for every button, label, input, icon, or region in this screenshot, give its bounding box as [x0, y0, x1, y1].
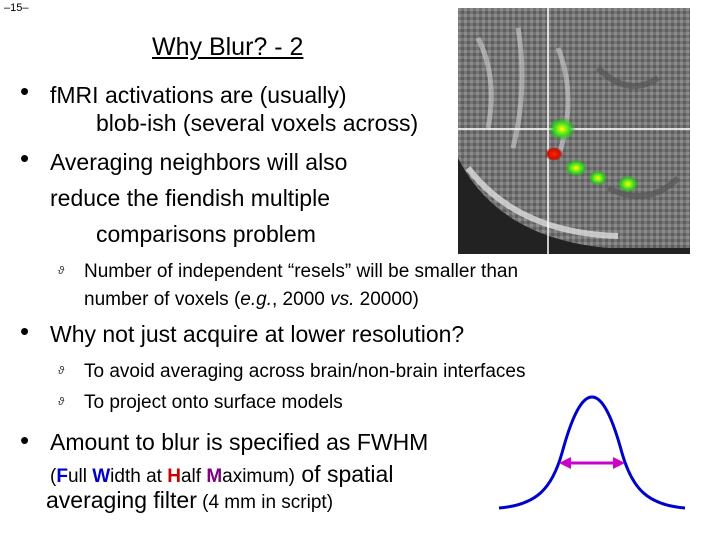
bullet-dot-icon: • [20, 143, 30, 173]
gaussian-fwhm-diagram [497, 393, 687, 513]
sub-bullet-2a: To avoid averaging across brain/non-brai… [84, 361, 526, 382]
sub-bullet-1-line-1: Number of independent “resels” will be s… [84, 261, 519, 282]
fwhm-arrow-left-head [559, 457, 571, 469]
text-span: 20000) [354, 289, 419, 310]
bullet-1-line-1: fMRI activations are (usually) [50, 82, 347, 108]
text-italic-vs: vs. [330, 289, 355, 310]
bullet-2-line-1: Averaging neighbors will also [50, 149, 348, 175]
bullet-2-line-2: reduce the fiendish multiple [50, 185, 330, 211]
text-span: averaging filter [46, 487, 197, 513]
text-span: of spatial [294, 461, 394, 487]
bullet-dot-icon: • [20, 425, 30, 455]
flame-subbullet-icon: ϑ [58, 365, 65, 377]
text-span: ull [67, 466, 93, 487]
fwhm-letter-m: M [206, 466, 223, 487]
brain-fmri-image [458, 8, 690, 254]
bullet-1-line-2: blob-ish (several voxels across) [96, 110, 419, 136]
bullet-3-text: Why not just acquire at lower resolution… [50, 321, 465, 347]
bullet-dot-icon: • [20, 316, 30, 346]
fwhm-letter-h: H [167, 466, 181, 487]
gaussian-curve [498, 395, 686, 510]
bullet-4-line-2: (Full Width at Half Maximum) of spatial [50, 461, 393, 488]
page-number: –15– [4, 2, 29, 14]
bullet-4-line-3: averaging filter (4 mm in script) [46, 487, 333, 514]
text-span: (4 mm in script) [196, 492, 334, 513]
slide-title: Why Blur? - 2 [152, 33, 304, 61]
text-span: alf [180, 466, 207, 487]
text-span: aximum) [222, 466, 295, 487]
bullet-4-line-1: Amount to blur is specified as FWHM [50, 429, 429, 455]
fwhm-letter-f: F [56, 466, 68, 487]
sub-bullet-1-line-2: number of voxels (e.g., 2000 vs. 20000) [84, 289, 419, 311]
flame-subbullet-icon: ϑ [58, 396, 65, 408]
text-span: , 2000 [272, 289, 331, 310]
text-span: ( [50, 466, 57, 487]
text-span: idth at [110, 466, 168, 487]
text-italic-eg: e.g. [240, 289, 272, 310]
fwhm-arrow-right-head [613, 457, 625, 469]
text-span: number of voxels ( [84, 289, 241, 310]
fwhm-letter-w: W [92, 466, 111, 487]
bullet-dot-icon: • [20, 76, 30, 106]
bullet-2-line-3: comparisons problem [96, 221, 316, 247]
sub-bullet-2b: To project onto surface models [84, 392, 343, 413]
flame-subbullet-icon: ϑ [58, 265, 65, 277]
